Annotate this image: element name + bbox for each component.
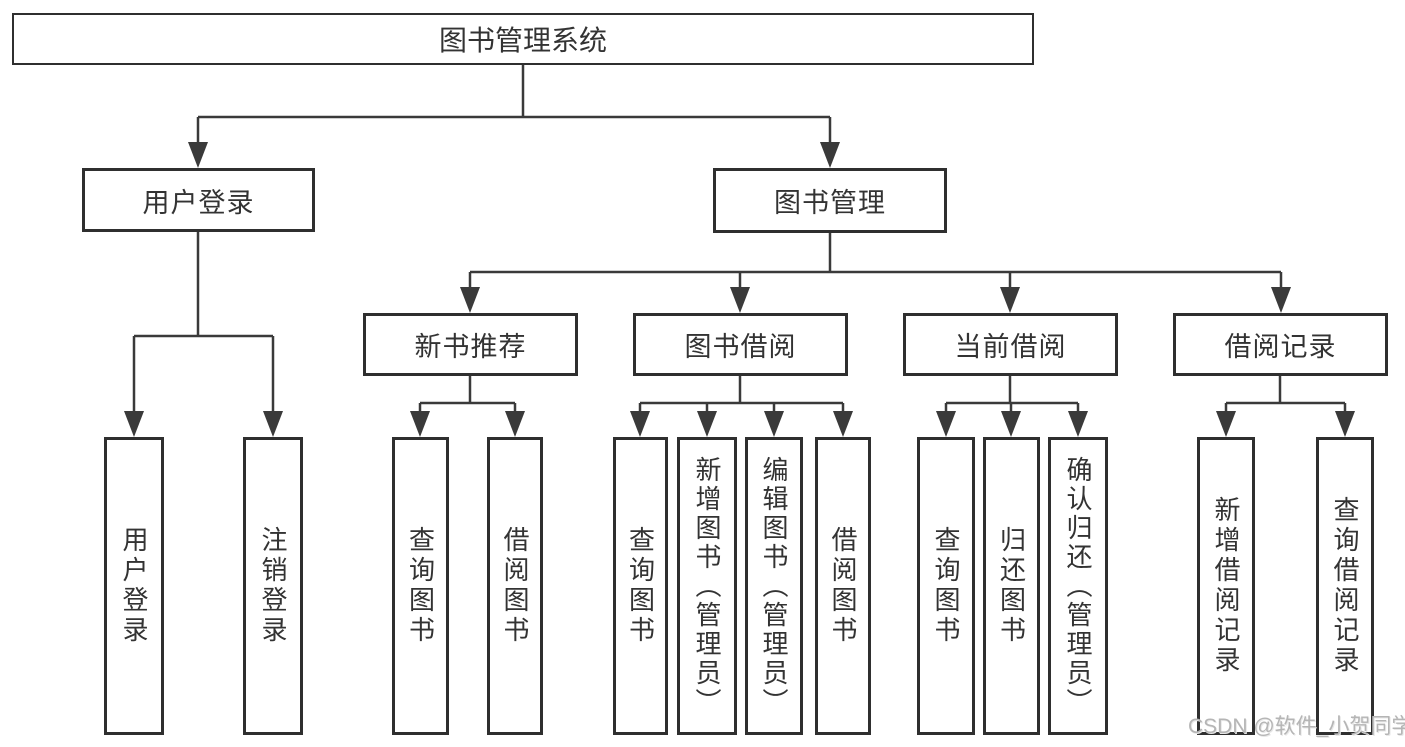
node-label: 编辑图书（管理员） <box>759 455 789 717</box>
connector-root-to-level2 <box>196 65 832 148</box>
node-label: 查询图书 <box>625 526 656 646</box>
node-label: 确认归还（管理员） <box>1063 455 1093 717</box>
leaf-borrow-books-2: 借阅图书 <box>815 437 871 735</box>
node-label: 图书管理系统 <box>438 25 607 56</box>
leaf-user-login: 用户登录 <box>104 437 164 735</box>
arrowhead <box>460 287 480 313</box>
node-label: 借阅记录 <box>1224 332 1337 362</box>
leaf-confirm-return-admin: 确认归还（管理员） <box>1048 437 1108 735</box>
arrowhead <box>630 411 650 437</box>
node-new-book-recommend: 新书推荐 <box>363 313 578 376</box>
node-label: 借阅图书 <box>500 526 530 646</box>
arrowhead <box>505 411 525 437</box>
arrowhead <box>124 411 144 437</box>
node-book-management: 图书管理 <box>713 168 947 233</box>
connector-new-book-to-leaves <box>418 376 517 417</box>
connector-current-borrow-to-leaves <box>944 376 1080 417</box>
arrowhead <box>1001 411 1021 437</box>
arrowhead <box>833 411 853 437</box>
node-label: 查询图书 <box>405 526 436 646</box>
arrowhead <box>188 142 208 168</box>
node-label: 注销登录 <box>258 526 288 646</box>
node-label: 归还图书 <box>996 526 1027 646</box>
arrowhead <box>820 142 840 168</box>
leaf-query-books-1: 查询图书 <box>392 437 449 735</box>
arrowhead <box>1216 411 1236 437</box>
connector-book-borrow-to-leaves <box>638 376 845 417</box>
arrowhead <box>1335 411 1355 437</box>
connector-user-login-to-leaves <box>132 232 275 417</box>
node-label: 借阅图书 <box>828 526 858 646</box>
leaf-query-books-2: 查询图书 <box>613 437 668 735</box>
leaf-return-books: 归还图书 <box>983 437 1040 735</box>
connector-book-mgmt-to-level3 <box>468 233 1283 293</box>
leaf-add-borrow-record: 新增借阅记录 <box>1197 437 1255 735</box>
arrowhead <box>730 287 750 313</box>
node-label: 新增图书（管理员） <box>692 455 722 717</box>
leaf-logout: 注销登录 <box>243 437 303 735</box>
arrowhead <box>263 411 283 437</box>
leaf-query-books-3: 查询图书 <box>917 437 975 735</box>
leaf-edit-books-admin: 编辑图书（管理员） <box>745 437 803 735</box>
node-library-system: 图书管理系统 <box>12 13 1034 65</box>
node-label: 用户登录 <box>119 526 149 646</box>
leaf-query-borrow-record: 查询借阅记录 <box>1316 437 1374 735</box>
node-label: 用户登录 <box>142 187 255 218</box>
arrowhead <box>410 411 430 437</box>
node-label: 图书借阅 <box>684 332 797 362</box>
arrowhead <box>1271 287 1291 313</box>
node-borrow-record: 借阅记录 <box>1173 313 1388 376</box>
node-label: 图书管理 <box>774 188 886 218</box>
connector-borrow-record-to-leaves <box>1224 376 1347 417</box>
csdn-watermark: CSDN @软件_小贺同学 <box>1188 715 1405 738</box>
arrowhead <box>936 411 956 437</box>
arrowhead <box>1000 287 1020 313</box>
leaf-borrow-books-1: 借阅图书 <box>487 437 543 735</box>
node-label: 当前借阅 <box>954 332 1067 362</box>
arrowhead <box>764 411 784 437</box>
arrowhead <box>1068 411 1088 437</box>
node-label: 新书推荐 <box>414 332 527 362</box>
node-label: 查询借阅记录 <box>1330 496 1360 676</box>
arrowhead <box>697 411 717 437</box>
leaf-add-books-admin: 新增图书（管理员） <box>677 437 737 735</box>
node-current-borrow: 当前借阅 <box>903 313 1118 376</box>
node-user-login: 用户登录 <box>82 168 315 232</box>
node-book-borrow: 图书借阅 <box>633 313 848 376</box>
node-label: 查询图书 <box>931 526 961 646</box>
node-label: 新增借阅记录 <box>1211 496 1241 676</box>
